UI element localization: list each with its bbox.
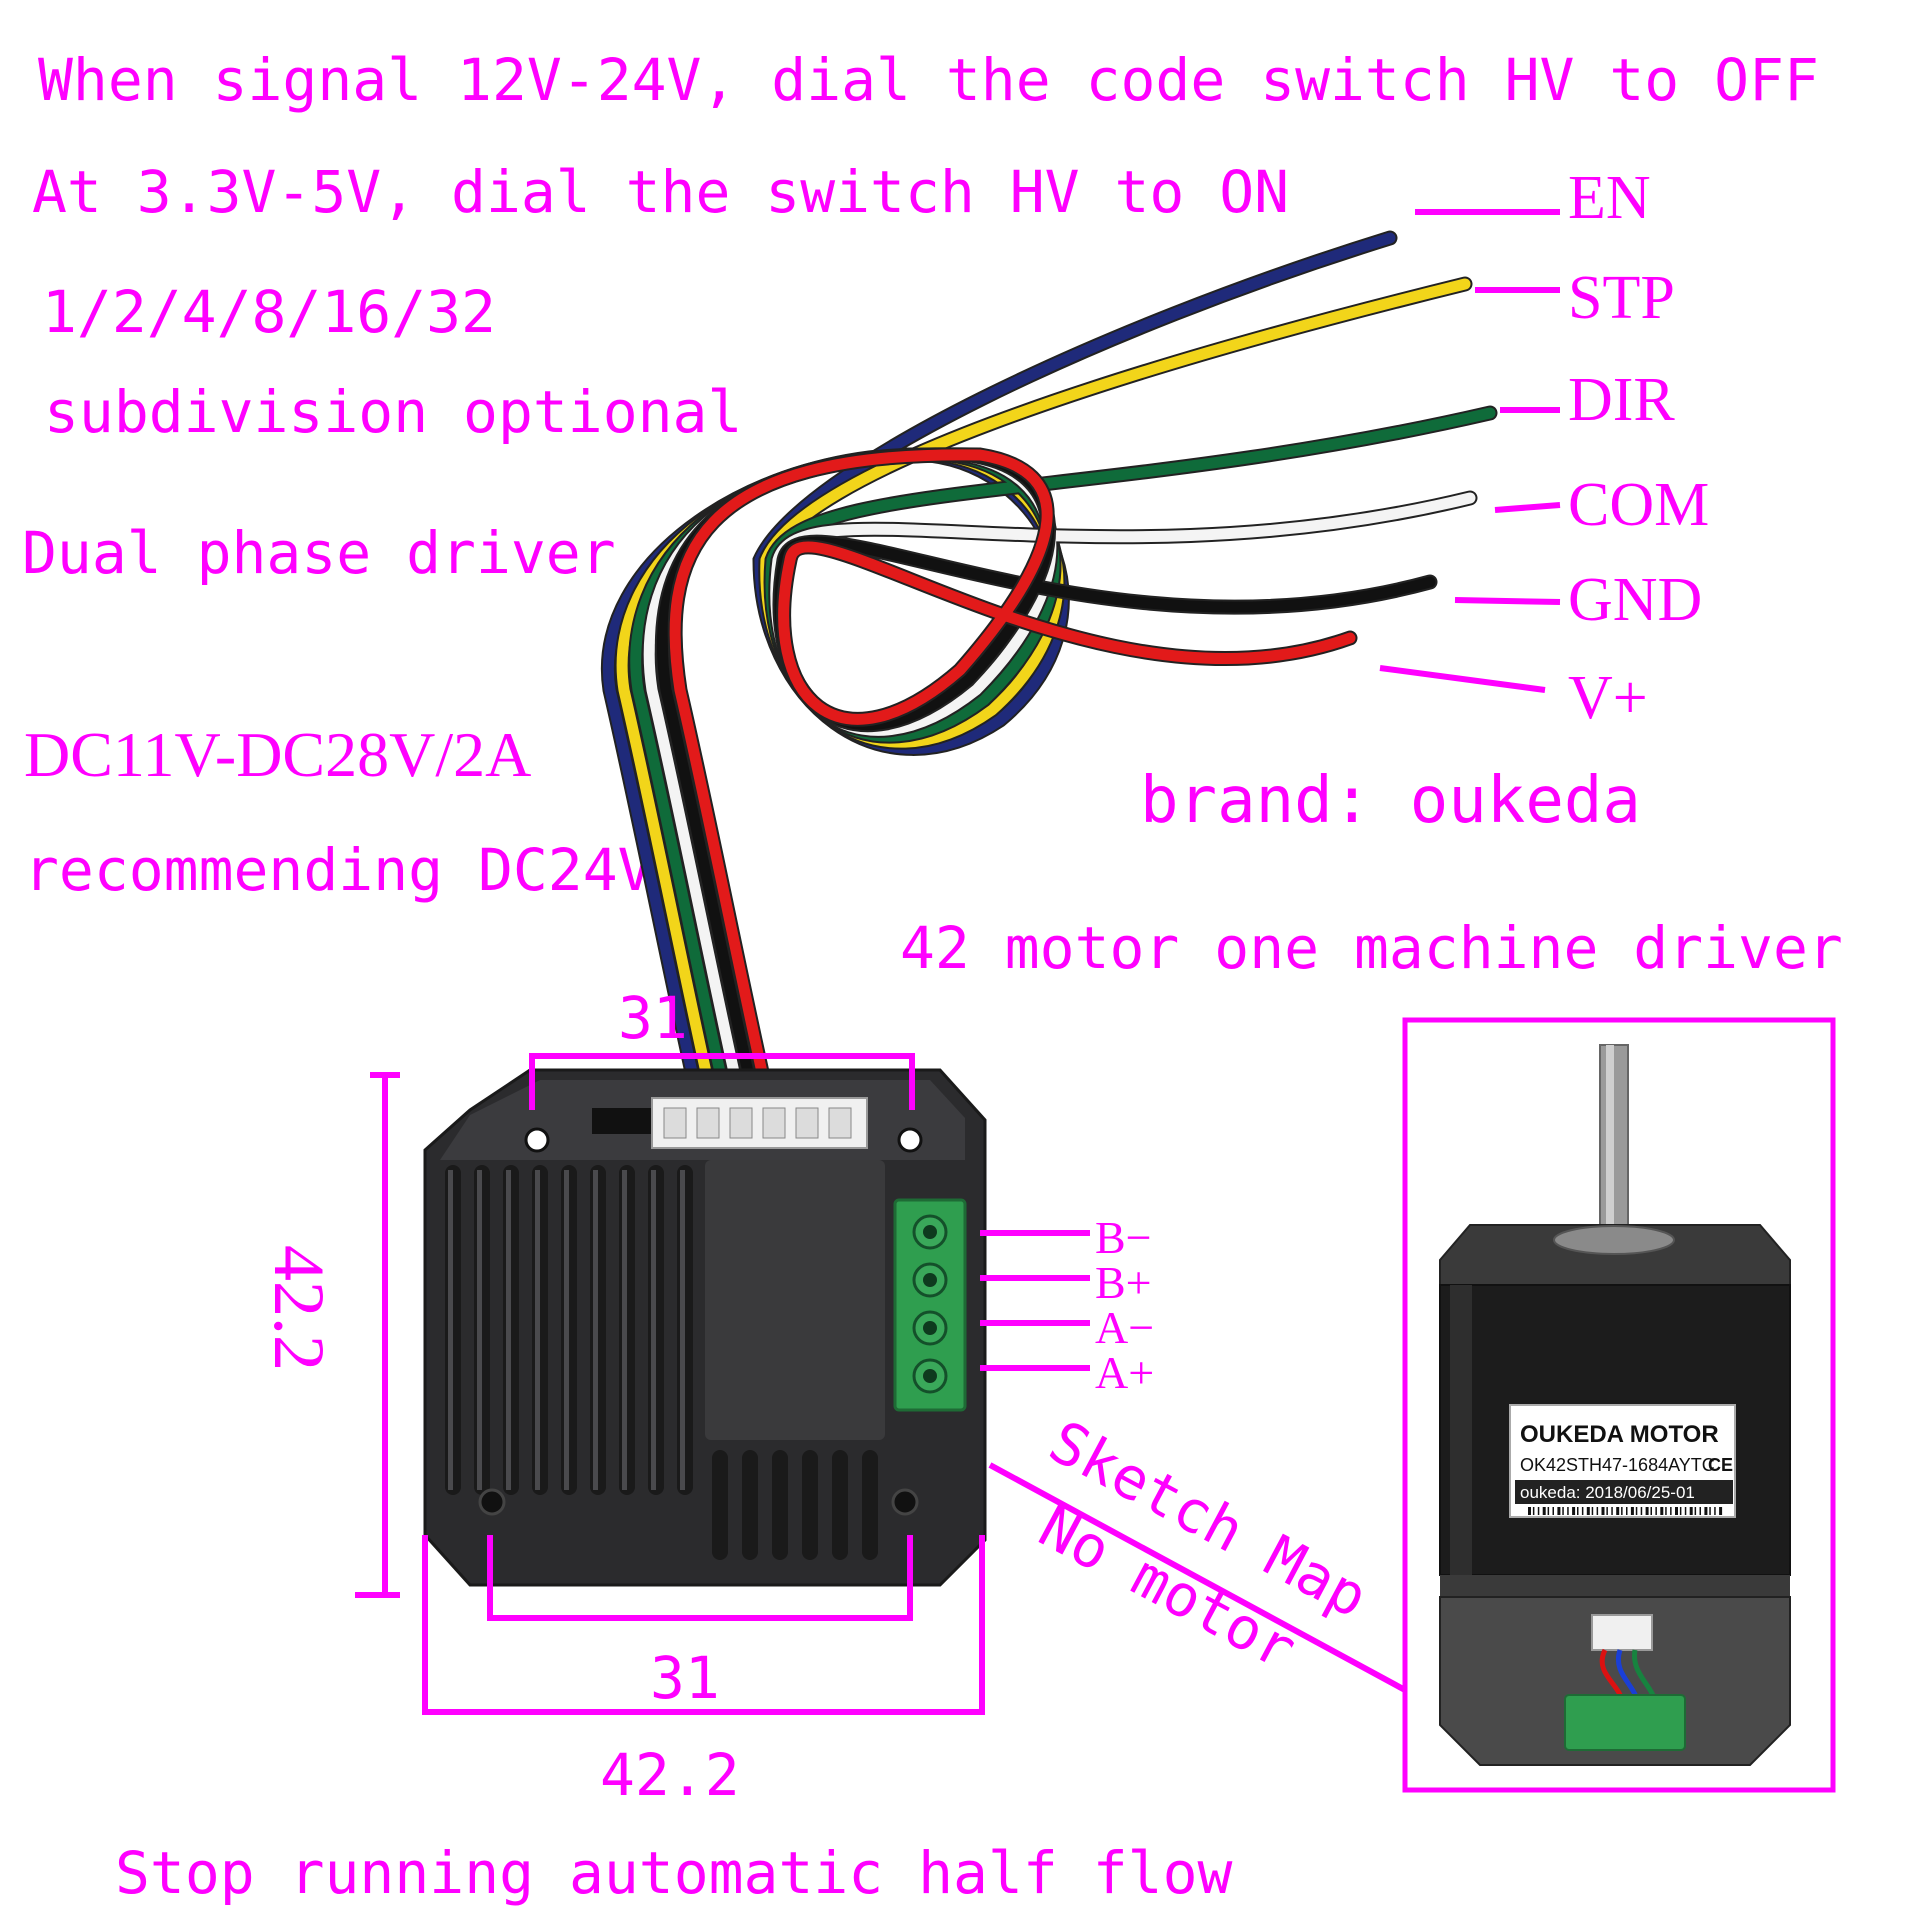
signal-wire-bundle bbox=[600, 230, 1498, 1103]
heatsink-fins bbox=[445, 1165, 693, 1495]
note-recommend-voltage: recommending DC24V bbox=[24, 836, 653, 904]
terminal-label-0: B− bbox=[1095, 1212, 1152, 1263]
note-signal-hv-on: At 3.3V-5V, dial the switch HV to ON bbox=[32, 158, 1289, 226]
motor-inset-frame bbox=[1402, 1017, 1836, 1793]
wire-label-en: EN bbox=[1568, 164, 1651, 232]
wire-vplus bbox=[669, 449, 1356, 1101]
dim-bottom-outer: 42.2 bbox=[600, 1741, 740, 1809]
dim-bottom-inner: 31 bbox=[650, 1644, 720, 1712]
center-plate bbox=[705, 1160, 885, 1440]
dim-top-width: 31 bbox=[618, 984, 688, 1052]
dimension-lines bbox=[355, 1053, 1407, 1715]
dim-height: 42.2 bbox=[259, 1245, 339, 1371]
terminal-label-2: A− bbox=[1095, 1302, 1154, 1353]
product-title: 42 motor one machine driver bbox=[900, 914, 1843, 982]
note-voltage-range: DC11V-DC28V/2A bbox=[24, 719, 531, 790]
wire-label-gnd: GND bbox=[1568, 566, 1702, 634]
connector-pin-0 bbox=[663, 1107, 687, 1139]
motor-terminal bbox=[1564, 1694, 1686, 1751]
wire-gnd bbox=[656, 449, 1436, 1101]
wire-label-stp: STP bbox=[1568, 264, 1675, 332]
bottom-fin-0 bbox=[712, 1450, 728, 1560]
bottom-fin-2 bbox=[772, 1450, 788, 1560]
brand-label: brand: oukeda bbox=[1140, 764, 1641, 838]
note-signal-hv-off: When signal 12V-24V, dial the code switc… bbox=[38, 46, 1819, 114]
bottom-fin-3 bbox=[802, 1450, 818, 1560]
connector-pin-4 bbox=[795, 1107, 819, 1139]
mount-hole-top-right bbox=[897, 1127, 923, 1153]
connector-pin-3 bbox=[762, 1107, 786, 1139]
connector-pin-1 bbox=[696, 1107, 720, 1139]
wire-label-com: COM bbox=[1568, 471, 1709, 539]
note-subdivision-optional: subdivision optional bbox=[44, 378, 742, 446]
driver-module bbox=[423, 1068, 987, 1587]
terminal-label-group: B−B+A−A+ bbox=[980, 1212, 1154, 1398]
leader-3 bbox=[1494, 502, 1561, 513]
connector-pin-2 bbox=[729, 1107, 753, 1139]
terminal-label-3: A+ bbox=[1095, 1347, 1154, 1398]
wire-label-group: EN STP DIR COM GND V+ bbox=[1379, 164, 1709, 732]
mount-hole-bottom-left bbox=[478, 1488, 506, 1516]
mount-hole-top-left bbox=[524, 1127, 550, 1153]
wire-label-dir: DIR bbox=[1568, 366, 1675, 434]
leader-4 bbox=[1454, 597, 1561, 605]
bottom-fin-1 bbox=[742, 1450, 758, 1560]
mount-hole-bottom-right bbox=[891, 1488, 919, 1516]
note-subdivision-values: 1/2/4/8/16/32 bbox=[42, 278, 496, 346]
leader-5 bbox=[1379, 665, 1546, 693]
bottom-fin-4 bbox=[832, 1450, 848, 1560]
stepper-motor: OUKEDA MOTOR OK42STH47-1684AYTC CE ouked… bbox=[1439, 1044, 1791, 1766]
terminal-label-1: B+ bbox=[1095, 1257, 1152, 1308]
note-half-flow: Stop running automatic half flow bbox=[115, 1839, 1232, 1907]
bottom-fin-5 bbox=[862, 1450, 878, 1560]
ic-chip bbox=[592, 1108, 652, 1134]
connector-pin-5 bbox=[828, 1107, 852, 1139]
wire-label-vplus: V+ bbox=[1568, 664, 1648, 732]
motor-barcode bbox=[1528, 1507, 1723, 1515]
motor-date: oukeda: 2018/06/25-01 bbox=[1520, 1483, 1695, 1502]
motor-model: OK42STH47-1684AYTC bbox=[1520, 1455, 1715, 1475]
note-dual-phase: Dual phase driver bbox=[22, 519, 616, 587]
motor-terminal-block bbox=[893, 1198, 967, 1412]
motor-ce-mark: CE bbox=[1708, 1455, 1733, 1475]
motor-maker: OUKEDA MOTOR bbox=[1520, 1421, 1719, 1448]
